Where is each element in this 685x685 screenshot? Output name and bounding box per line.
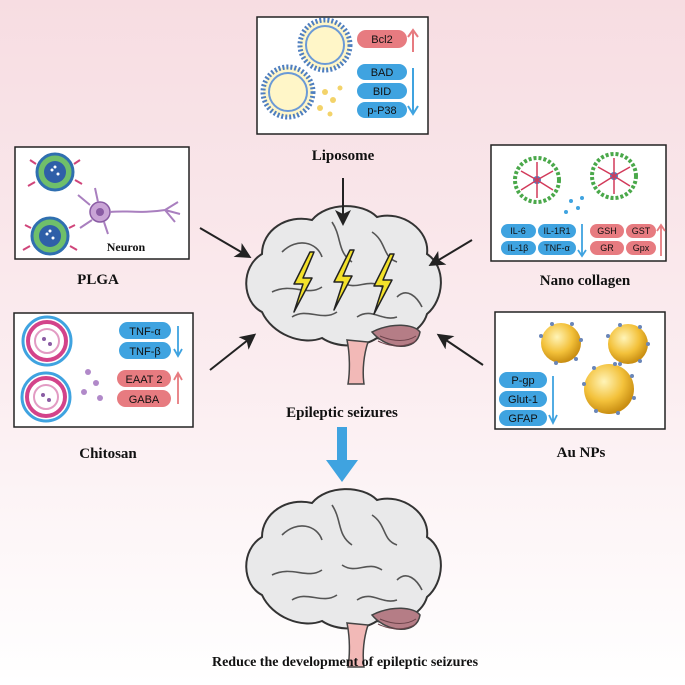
au-nps-down-arrow	[548, 376, 558, 426]
plga-inner-label: Neuron	[107, 240, 146, 254]
nano-collagen-up-2: GST	[632, 226, 651, 236]
nano-collagen-up-arrow	[656, 223, 666, 256]
au-nps-down-3: GFAP	[508, 413, 537, 425]
chitosan-particle	[20, 315, 103, 423]
au-nps-down-2: Glut-1	[508, 394, 538, 406]
chitosan-panel: TNF-α TNF-β EAAT 2 GABA	[13, 312, 194, 428]
plga-nanoparticle	[22, 152, 83, 256]
central-brain	[245, 205, 442, 385]
chitosan-down-2: TNF-β	[129, 346, 160, 358]
liposome-down-text-1: BAD	[371, 67, 394, 79]
chitosan-up-arrow	[173, 371, 183, 404]
plga-label: PLGA	[77, 272, 119, 288]
nano-collagen-down-1: IL-6	[510, 226, 526, 236]
nano-collagen-down-3: IL-1β	[508, 243, 529, 253]
plga-panel: Neuron	[14, 146, 190, 260]
center-label: Epileptic seizures	[286, 405, 398, 421]
nano-collagen-up-1: GSH	[597, 226, 617, 236]
liposome-down-text-2: BID	[373, 86, 391, 98]
arrow-plga	[199, 227, 252, 259]
liposome-down-arrow	[407, 68, 419, 116]
nano-collagen-particle	[513, 152, 638, 214]
gold-nanoparticle	[539, 322, 650, 415]
chitosan-label: Chitosan	[79, 446, 137, 462]
nano-collagen-down-2: IL-1R1	[543, 226, 570, 236]
au-nps-down-1: P-gp	[511, 375, 534, 387]
nano-collagen-down-arrow	[577, 224, 587, 258]
liposome-up-text: Bcl2	[371, 34, 392, 46]
liposome-particle	[260, 17, 353, 120]
au-nps-panel: P-gp Glut-1 GFAP	[494, 311, 666, 430]
nano-collagen-label: Nano collagen	[540, 273, 631, 289]
neuron-icon	[77, 187, 181, 235]
chitosan-up-2: GABA	[129, 394, 160, 406]
chitosan-up-1: EAAT 2	[126, 374, 163, 386]
chitosan-down-arrow	[173, 326, 183, 358]
liposome-label: Liposome	[312, 148, 375, 164]
nano-collagen-up-4: Gpx	[633, 243, 650, 253]
liposome-up-arrow	[407, 28, 419, 52]
bottom-brain	[245, 488, 442, 668]
arrow-nano-collagen	[428, 239, 473, 267]
nano-collagen-down-4: TNF-α	[544, 243, 570, 253]
arrow-chitosan	[209, 333, 257, 371]
nano-collagen-up-3: GR	[600, 243, 614, 253]
chitosan-down-1: TNF-α	[129, 326, 161, 338]
liposome-panel: Bcl2 BAD BID p-P38	[256, 16, 429, 135]
au-nps-label: Au NPs	[557, 445, 606, 461]
arrow-au-nps	[436, 333, 484, 366]
liposome-down-text-3: p-P38	[367, 105, 396, 117]
bottom-label: Reduce the development of epileptic seiz…	[212, 655, 479, 670]
big-down-arrow	[326, 427, 358, 482]
nano-collagen-panel: IL-6 IL-1R1 IL-1β TNF-α GSH GST GR Gpx	[490, 144, 667, 262]
liposome-up-pill	[357, 30, 407, 48]
